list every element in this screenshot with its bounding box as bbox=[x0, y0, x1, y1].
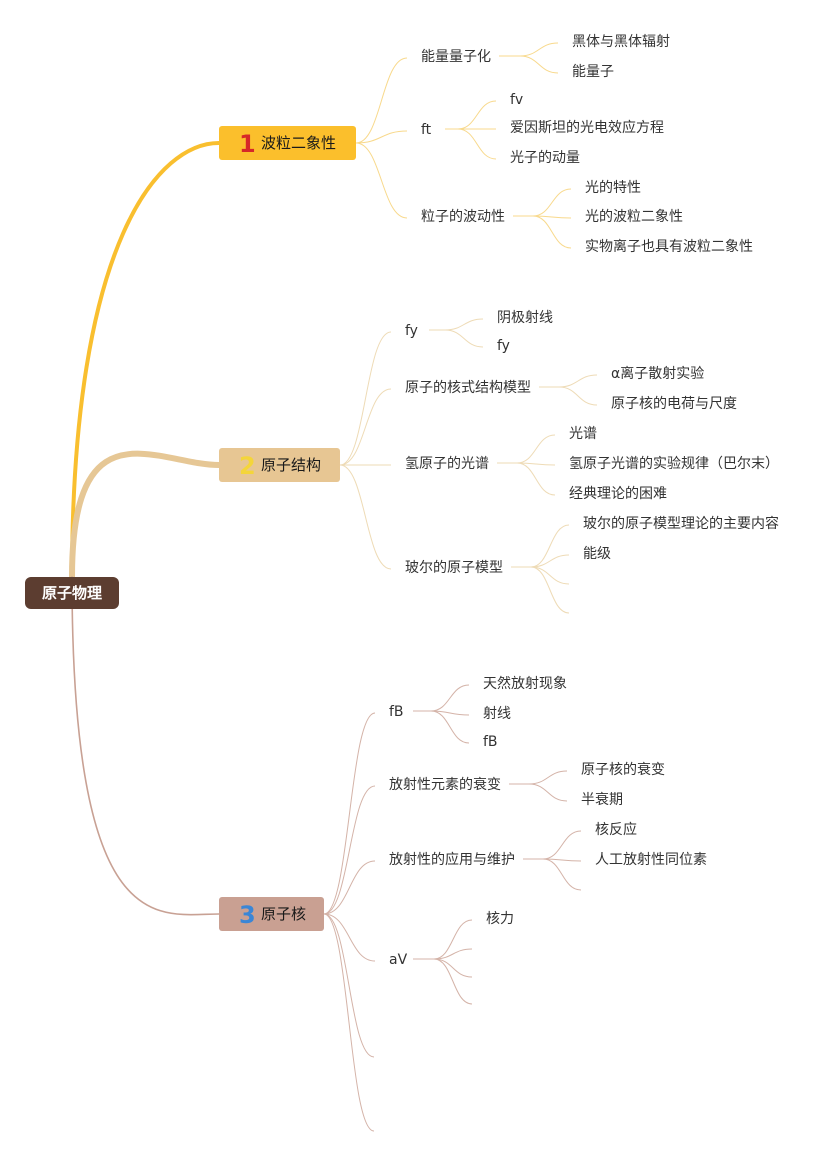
branch-3-topic-3-leaf-3-connector bbox=[542, 858, 582, 891]
branch-1-topic-1-leaf-2-connector bbox=[519, 55, 559, 74]
branch-2-topic-1-leaf-2[interactable]: fy bbox=[497, 338, 510, 354]
branch-2-topic-2[interactable]: 原子的核式结构模型 bbox=[405, 380, 531, 396]
branch-2-number-badge: 2 bbox=[239, 452, 256, 480]
branch-1-topic-3-leaf-2-connector bbox=[532, 215, 572, 219]
branch-3-topic-1-leaf-2[interactable]: 射线 bbox=[483, 706, 511, 722]
branch-3-topic-3-leaf-1[interactable]: 核反应 bbox=[595, 821, 637, 838]
branch-3-topic-4-leaf-1[interactable]: 核力 bbox=[486, 911, 514, 927]
branch-1-topic-1-connector bbox=[355, 57, 408, 144]
branch-3-topic-3-leaf-2-connector bbox=[542, 858, 582, 862]
branch-1-topic-3-leaf-3[interactable]: 实物离子也具有波粒二象性 bbox=[585, 238, 753, 255]
branch-3-topic-3-connector bbox=[323, 860, 376, 915]
branch-3-topic-2-leaf-1-connector bbox=[528, 770, 568, 785]
branch-2-topic-3-leaf-3-connector bbox=[516, 462, 556, 496]
branch-3-topic-6-connector bbox=[323, 913, 375, 1132]
branch-3-topic-4-leaf-1-connector bbox=[433, 919, 473, 960]
branch-1-number-badge: 1 bbox=[239, 130, 256, 158]
branch-3-topic-1-leaf-1[interactable]: 天然放射现象 bbox=[483, 675, 567, 692]
branch-1-topic-3-leaf-2[interactable]: 光的波粒二象性 bbox=[585, 209, 683, 225]
branch-3-topic-1-connector bbox=[323, 712, 376, 915]
branch-2-topic-1-connector bbox=[339, 331, 392, 466]
branch-1-topic-3-leaf-3-connector bbox=[532, 215, 572, 249]
branch-2-topic-4-leaf-3-connector bbox=[530, 566, 570, 585]
branch-3-topic-4-leaf-2-connector bbox=[433, 948, 473, 960]
branch-3-topic-1-leaf-3[interactable]: fB bbox=[483, 734, 498, 750]
branch-2-topic-2-connector bbox=[339, 388, 392, 466]
branch-3-topic-3[interactable]: 放射性的应用与维护 bbox=[389, 851, 515, 868]
branch-2-topic-3-leaf-2[interactable]: 氢原子光谱的实验规律（巴尔末） bbox=[569, 456, 779, 472]
branch-1-box bbox=[219, 126, 356, 160]
branch-2-topic-4[interactable]: 玻尔的原子模型 bbox=[405, 560, 503, 576]
branch-3-number-badge: 3 bbox=[239, 901, 256, 929]
branch-1-topic-1-leaf-1[interactable]: 黑体与黑体辐射 bbox=[572, 34, 670, 50]
branch-2-topic-3-leaf-3[interactable]: 经典理论的困难 bbox=[569, 486, 667, 502]
branch-1-topic-1-leaf-2[interactable]: 能量子 bbox=[572, 64, 614, 80]
branch-2-topic-4-leaf-1-connector bbox=[530, 524, 570, 568]
branch-3-topic-4[interactable]: aV bbox=[389, 952, 408, 968]
branch-3-main-connector bbox=[71, 576, 220, 916]
branch-2-topic-2-leaf-2-connector bbox=[558, 386, 598, 406]
root-node-box bbox=[25, 577, 119, 609]
branch-3-topic-1-leaf-1-connector bbox=[430, 684, 470, 712]
branch-2-topic-2-leaf-1[interactable]: α离子散射实验 bbox=[611, 365, 704, 382]
branch-1-topic-2-leaf-1-connector bbox=[457, 100, 497, 130]
branch-2-main-connector bbox=[69, 450, 222, 580]
branch-3-topic-4-connector bbox=[323, 913, 376, 962]
branch-2-topic-3-leaf-1-connector bbox=[516, 434, 556, 464]
branch-2-topic-2-leaf-1-connector bbox=[558, 374, 598, 388]
branch-3-topic-4-leaf-3-connector bbox=[433, 958, 473, 978]
branch-1-topic-1-leaf-1-connector bbox=[519, 42, 559, 57]
branch-3-label: 原子核 bbox=[261, 905, 306, 923]
root-node[interactable]: 原子物理 bbox=[25, 577, 119, 609]
branch-2-topic-3-leaf-1[interactable]: 光谱 bbox=[569, 426, 597, 442]
branch-1-topic-3[interactable]: 粒子的波动性 bbox=[421, 209, 505, 225]
branch-2-topic-2-leaf-2[interactable]: 原子核的电荷与尺度 bbox=[611, 396, 737, 412]
branch-1-label: 波粒二象性 bbox=[261, 134, 336, 152]
branch-2-topic-1-leaf-2-connector bbox=[444, 329, 484, 348]
branch-1-topic-2-leaf-3-connector bbox=[457, 128, 497, 160]
branch-2-topic-3-leaf-2-connector bbox=[516, 462, 556, 466]
branch-2-box bbox=[219, 448, 340, 482]
branch-1-topic-1[interactable]: 能量量子化 bbox=[421, 49, 491, 65]
branch-3-topic-3-leaf-2[interactable]: 人工放射性同位素 bbox=[595, 852, 707, 868]
branch-3-topic-2-leaf-1[interactable]: 原子核的衰变 bbox=[581, 761, 665, 778]
branch-2-topic-4-leaf-2[interactable]: 能级 bbox=[583, 546, 611, 562]
branch-2-topic-4-connector bbox=[339, 464, 392, 570]
branch-1-topic-3-connector bbox=[355, 142, 408, 219]
branch-2-topic-4-leaf-1[interactable]: 玻尔的原子模型理论的主要内容 bbox=[583, 515, 779, 532]
branch-3-topic-1-leaf-3-connector bbox=[430, 710, 470, 744]
root-label: 原子物理 bbox=[42, 584, 102, 602]
branch-2-topic-3[interactable]: 氢原子的光谱 bbox=[405, 456, 489, 472]
branch-3-topic-5-connector bbox=[323, 913, 375, 1058]
branch-1-topic-2-leaf-1[interactable]: fv bbox=[510, 92, 523, 108]
branch-2-label: 原子结构 bbox=[261, 456, 321, 474]
branch-1-topic-2-leaf-3[interactable]: 光子的动量 bbox=[510, 150, 580, 166]
branch-3-topic-4-leaf-4-connector bbox=[433, 958, 473, 1005]
connector-lines bbox=[69, 42, 598, 1132]
branch-2-topic-4-leaf-4-connector bbox=[530, 566, 570, 614]
branch-1-main-connector bbox=[70, 141, 221, 579]
branch-1-topic-2-connector bbox=[355, 130, 408, 144]
branch-1-node[interactable]: 1 波粒二象性 bbox=[219, 126, 356, 160]
branch-3-topic-2-connector bbox=[323, 785, 376, 915]
branch-2-node[interactable]: 2 原子结构 bbox=[219, 448, 340, 482]
branch-1-topic-2[interactable]: ft bbox=[421, 122, 432, 138]
branch-1-topic-3-leaf-1[interactable]: 光的特性 bbox=[585, 180, 641, 196]
branch-3-topic-2[interactable]: 放射性元素的衰变 bbox=[389, 776, 501, 793]
branch-2-topic-4-leaf-2-connector bbox=[530, 554, 570, 568]
branch-2-topic-1-leaf-1-connector bbox=[444, 318, 484, 331]
branch-1-topic-3-leaf-1-connector bbox=[532, 188, 572, 217]
branch-3-box bbox=[219, 897, 324, 931]
branch-2-topic-1[interactable]: fy bbox=[405, 323, 418, 339]
branch-3-topic-2-leaf-2-connector bbox=[528, 783, 568, 802]
branch-2-topic-1-leaf-1[interactable]: 阴极射线 bbox=[497, 310, 553, 326]
branch-3-topic-2-leaf-2[interactable]: 半衰期 bbox=[581, 791, 623, 808]
branch-3-topic-3-leaf-1-connector bbox=[542, 830, 582, 860]
branch-1-topic-2-leaf-2[interactable]: 爱因斯坦的光电效应方程 bbox=[510, 119, 664, 136]
branch-3-topic-1[interactable]: fB bbox=[389, 704, 404, 720]
branch-3-node[interactable]: 3 原子核 bbox=[219, 897, 324, 931]
